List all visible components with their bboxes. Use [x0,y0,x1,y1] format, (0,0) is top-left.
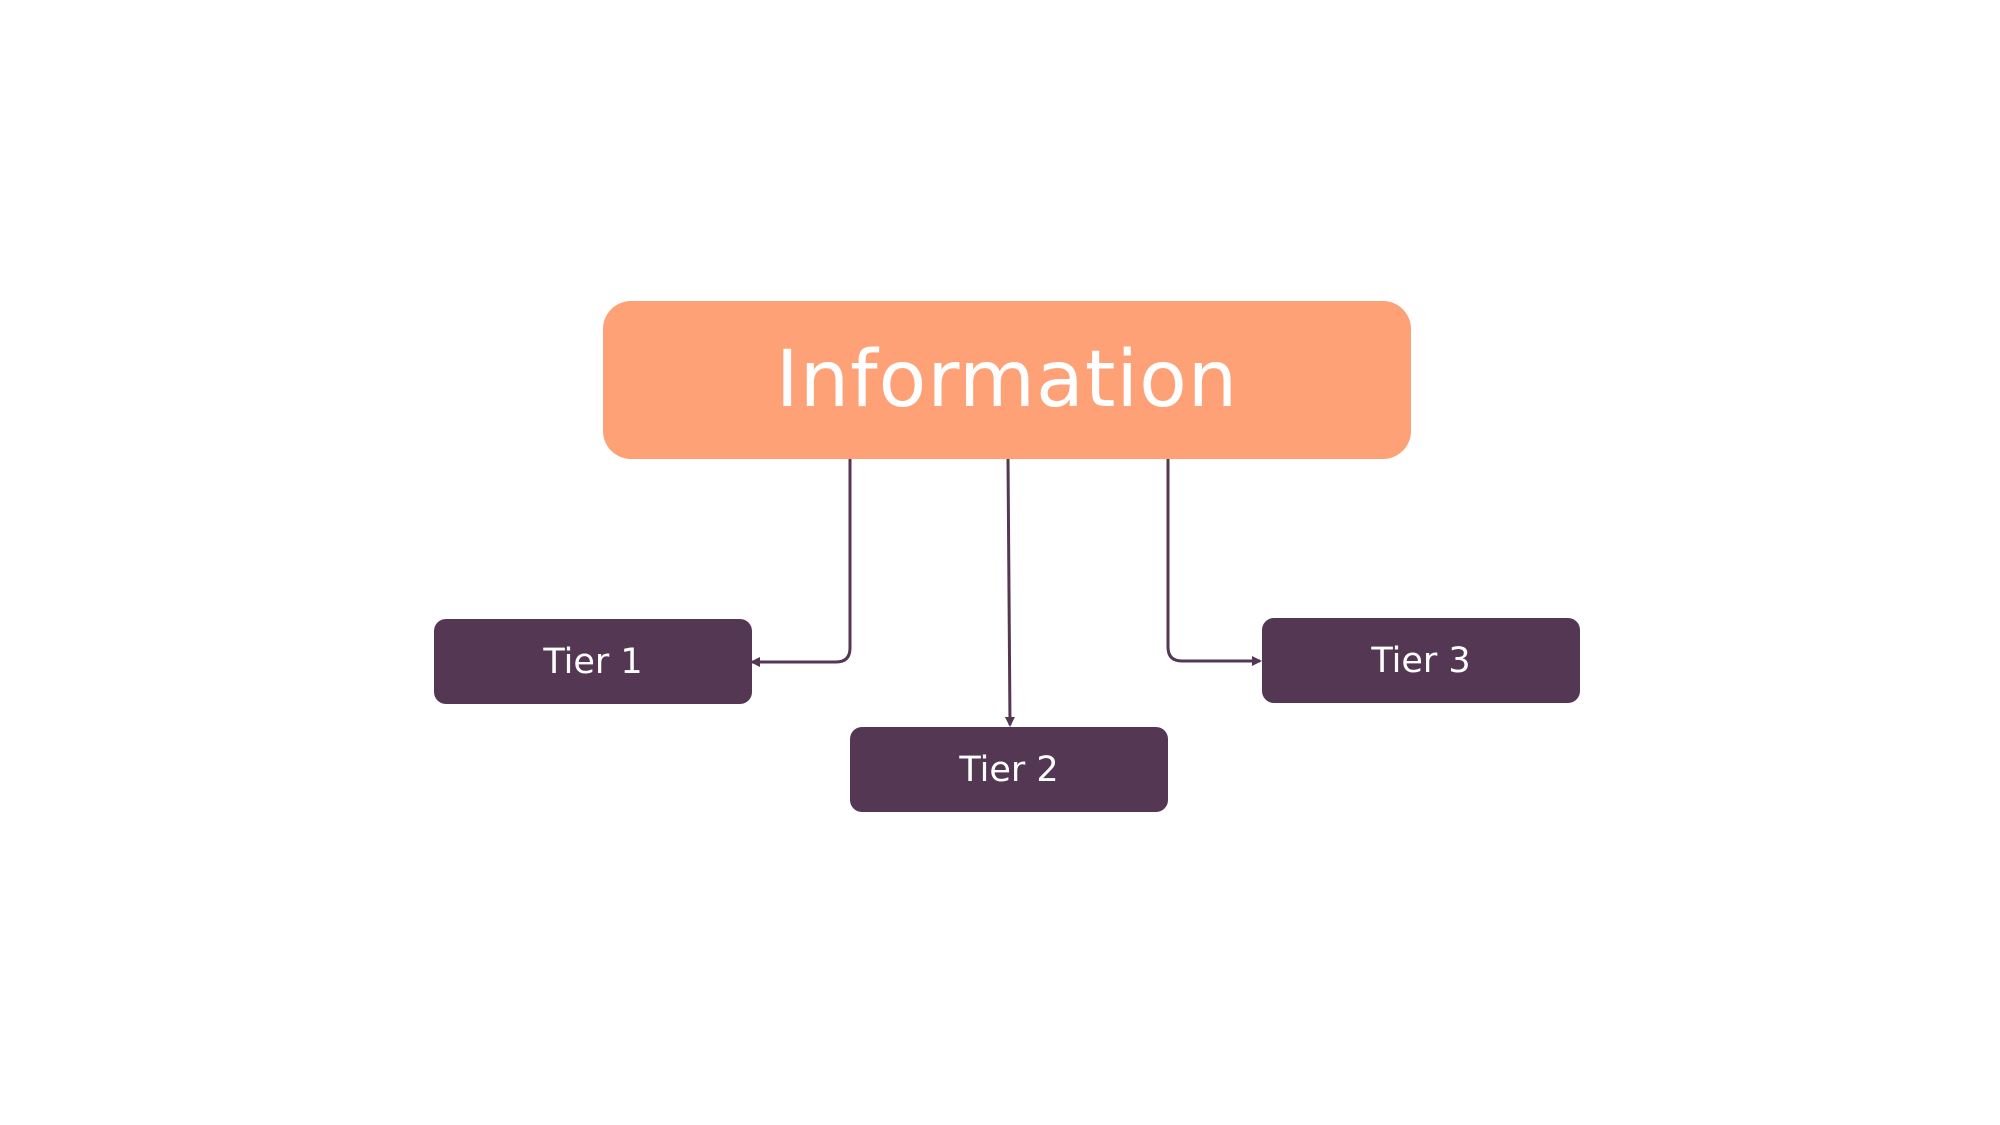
connector-to-tier-2 [1004,458,1015,727]
tier-1-node: Tier 1 [434,619,752,704]
tier-1-label: Tier 1 [543,641,643,682]
connector-to-tier-3 [1166,459,1262,666]
tier-2-node: Tier 2 [850,727,1168,812]
information-node: Information [603,301,1411,459]
tier-2-label: Tier 2 [959,749,1059,790]
connector-to-tier-1 [750,459,852,667]
tier-3-node: Tier 3 [1262,618,1580,703]
tier-3-label: Tier 3 [1371,640,1471,681]
information-label: Information [775,335,1239,425]
